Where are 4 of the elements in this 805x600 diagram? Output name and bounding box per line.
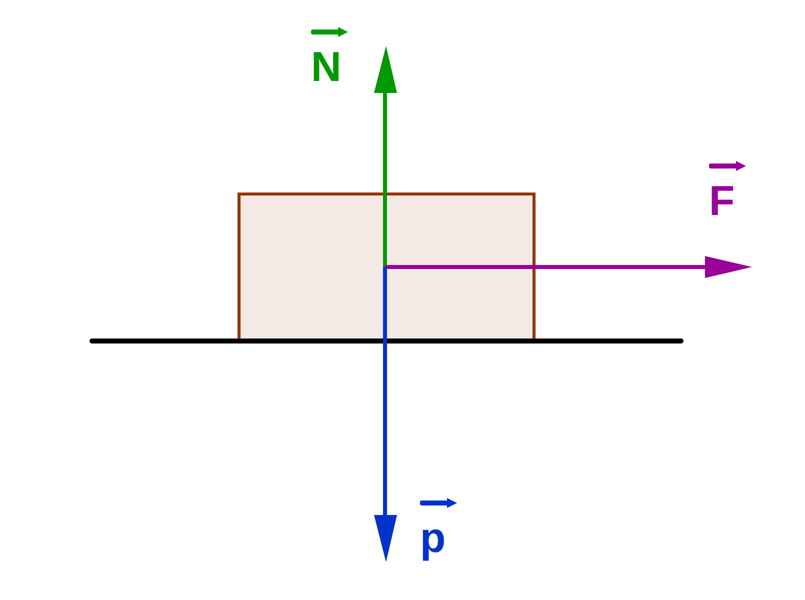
force-label: F [709, 180, 735, 222]
force-label: N [311, 46, 342, 88]
force-label: p [420, 517, 446, 559]
block [238, 192, 536, 342]
